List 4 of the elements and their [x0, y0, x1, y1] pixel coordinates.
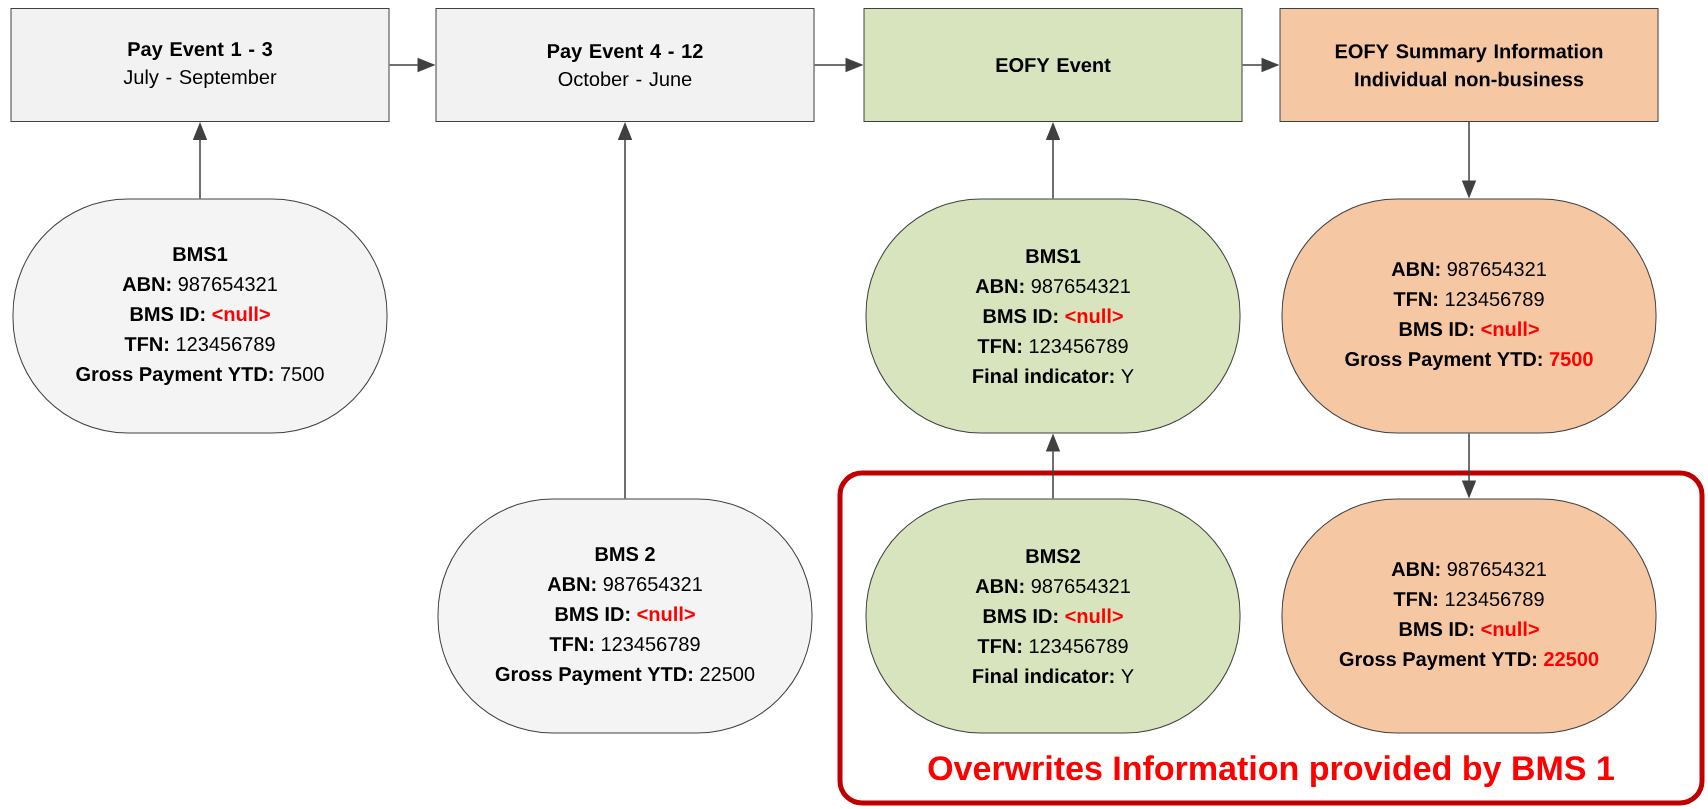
process-box: Pay Event 1 - 3 July - September — [10, 8, 390, 122]
process-box: Pay Event 4 - 12 October - June — [435, 8, 815, 122]
process-box: EOFY Event — [863, 8, 1243, 122]
process-box: EOFY Summary Information Individual non-business — [1279, 8, 1659, 122]
